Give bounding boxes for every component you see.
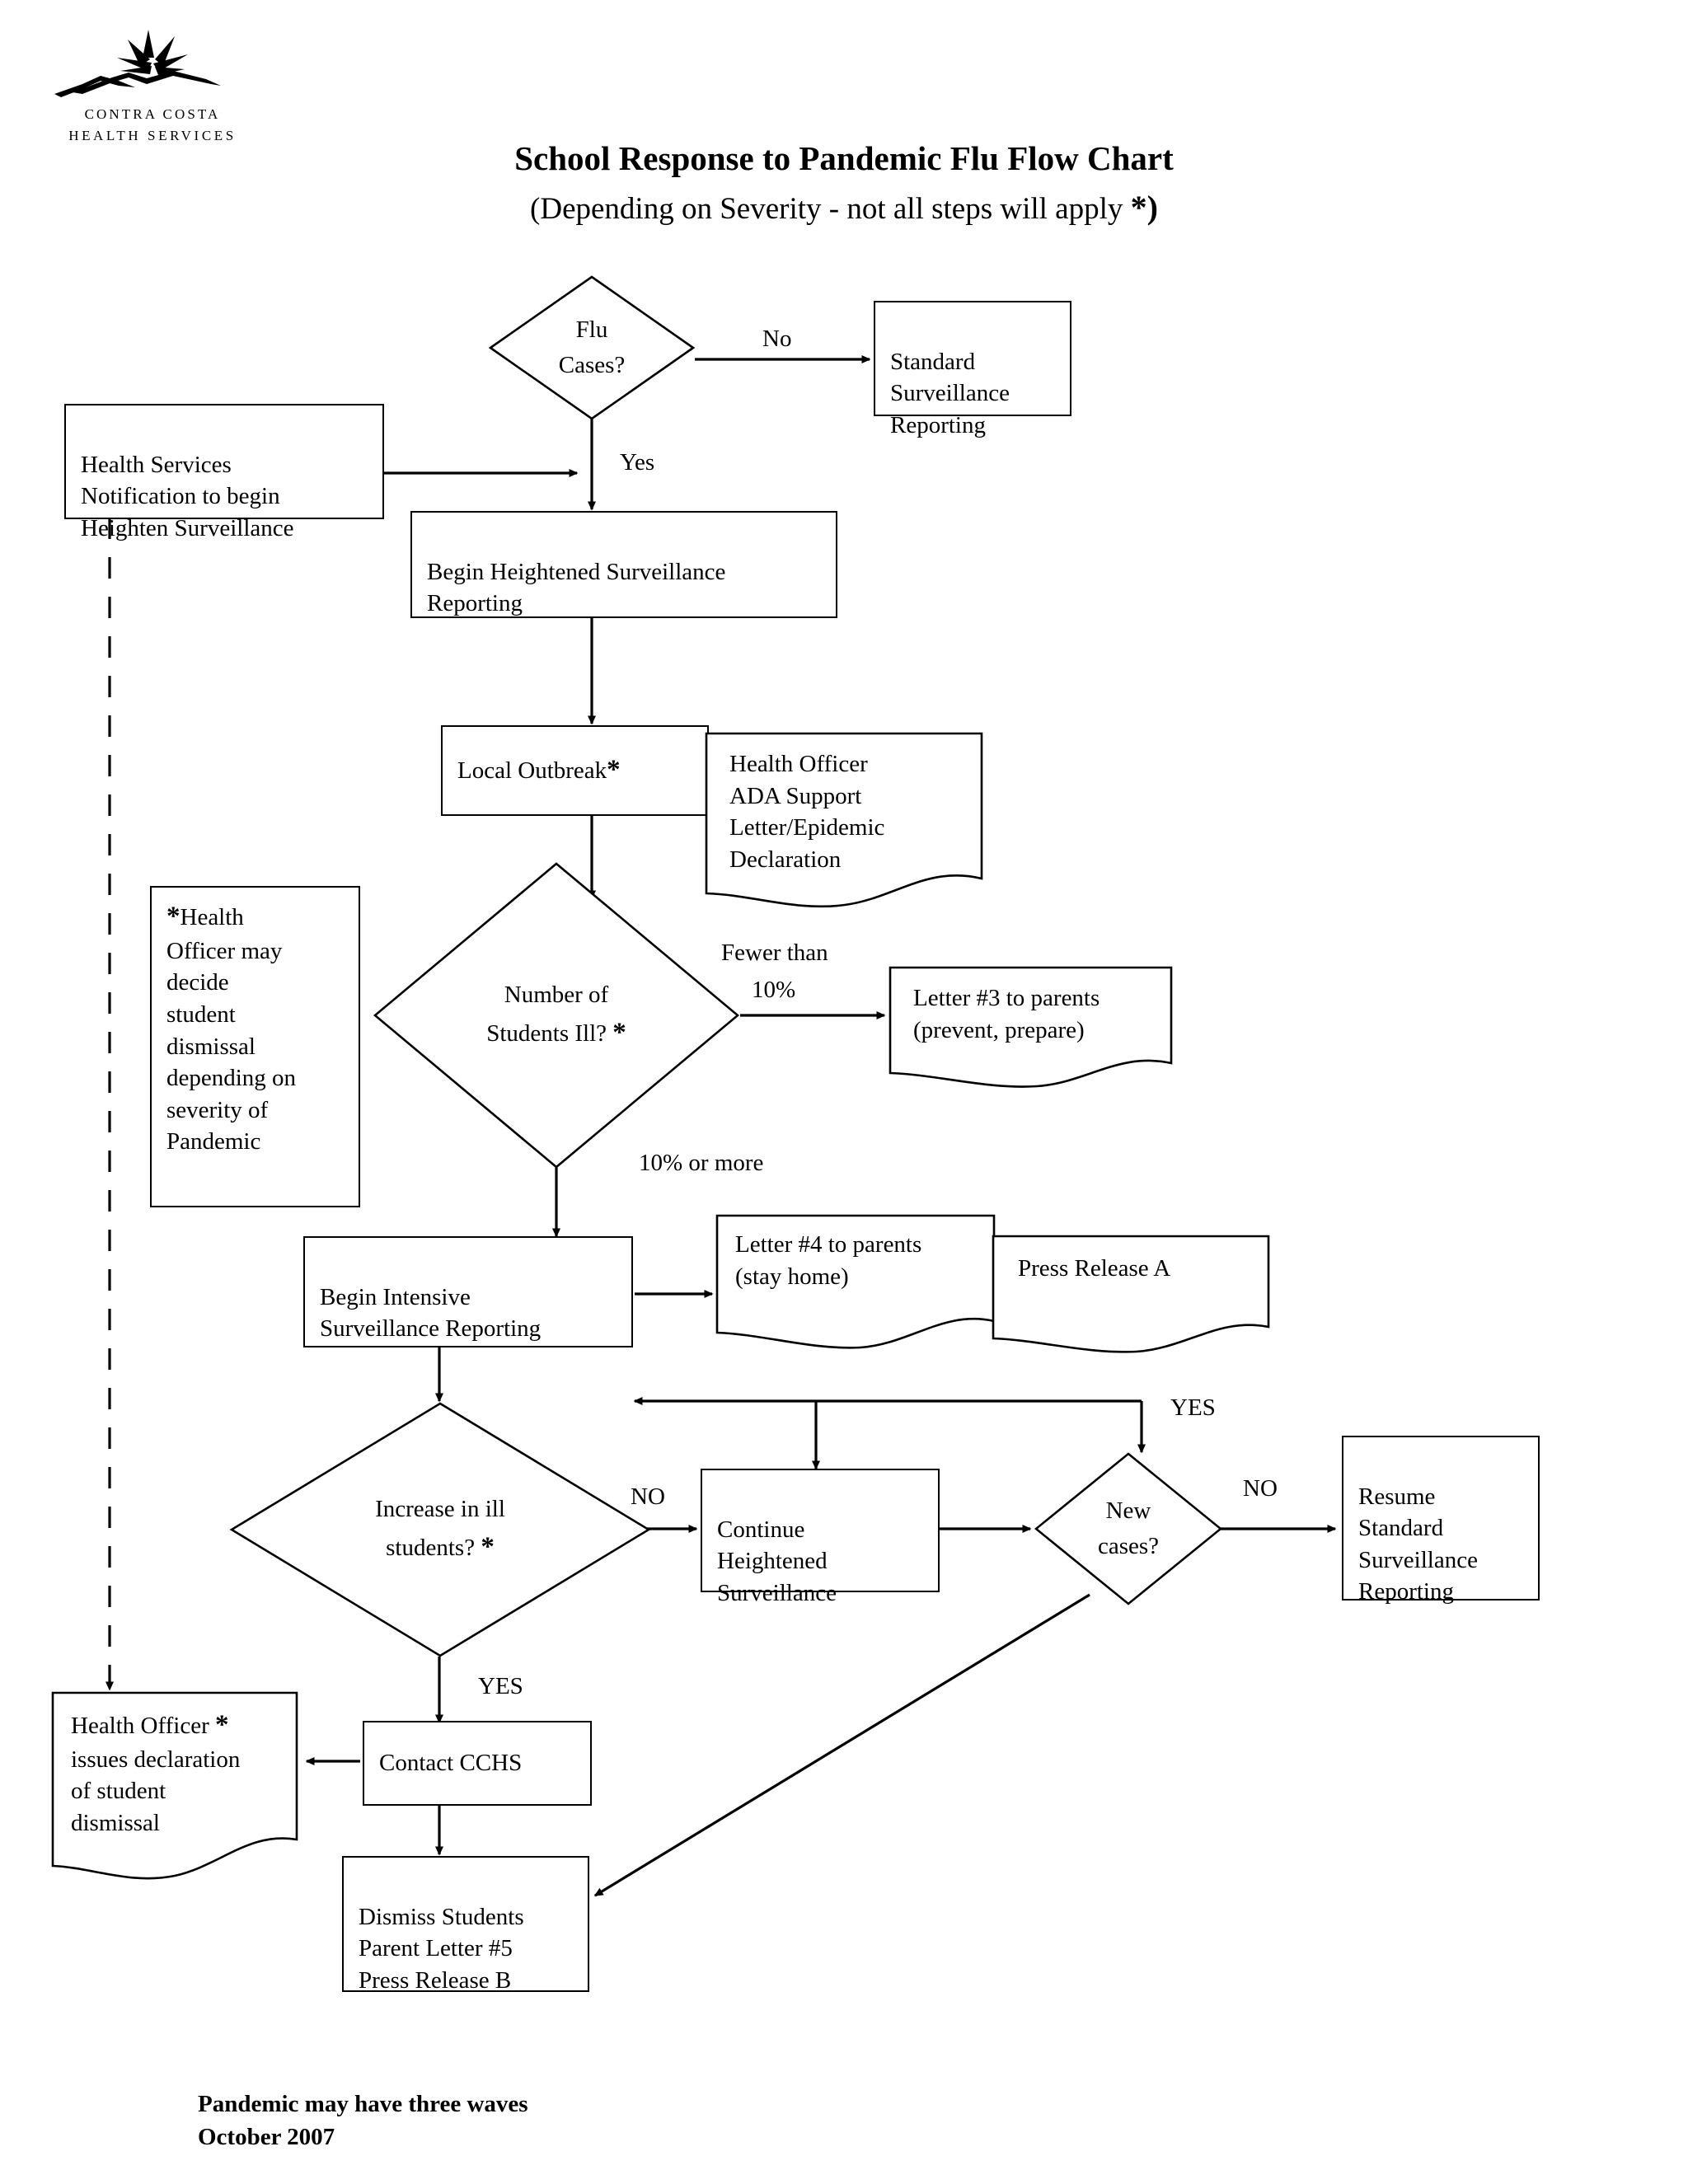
sunrise-mountains-logo-icon [49,25,256,107]
box-contact-cchs-label: Contact CCHS [379,1750,523,1777]
decision-increase-ill-students-asterisk: * [481,1532,495,1562]
box-begin-heightened[interactable]: Begin Heightened Surveillance Reporting [410,511,837,618]
decision-number-students-ill[interactable]: Number of Students Ill? * [373,861,740,1169]
box-health-services-notification-label: Health Services Notification to begin He… [81,451,294,541]
box-local-outbreak[interactable]: Local Outbreak * [441,725,709,816]
box-local-outbreak-asterisk: * [607,755,621,785]
document-health-officer-declaration-asterisk: * [215,1710,229,1740]
subtitle-asterisk: *) [1130,189,1158,226]
decision-new-cases-label: New cases? [1097,1497,1160,1560]
document-letter-4[interactable]: Letter #4 to parents (stay home) [715,1214,996,1350]
edge-label-ten-or-more: 10% or more [639,1150,764,1176]
box-continue-heightened[interactable]: Continue Heightened Surveillance [701,1469,940,1606]
box-standard-surveillance-label: Standard Surveillance Reporting [890,348,1010,438]
box-resume-standard[interactable]: Resume Standard Surveillance Reporting [1342,1436,1540,1605]
page-subtitle: (Depending on Severity - not all steps w… [0,188,1688,227]
box-standard-surveillance[interactable]: Standard Surveillance Reporting [874,301,1071,438]
box-begin-heightened-label: Begin Heightened Surveillance Reporting [427,558,726,617]
edge-label-ten-percent: 10% [752,977,796,1003]
decision-increase-ill-students-text: Increase in ill students? * [229,1401,651,1658]
edge-label-yes-increase: YES [478,1673,523,1699]
note-health-officer-discretion: *Health Officer may decide student dismi… [150,886,360,1207]
decision-increase-ill-students[interactable]: Increase in ill students? * [229,1401,651,1658]
decision-flu-cases-label: Flu Cases? [558,316,626,379]
document-letter-3[interactable]: Letter #3 to parents (prevent, prepare) [889,966,1173,1090]
document-health-officer-declaration[interactable]: Health Officer * issues declaration of s… [51,1691,298,1885]
cchs-logo: CONTRA COSTA HEALTH SERVICES [49,25,256,148]
document-health-officer-ada[interactable]: Health Officer ADA Support Letter/Epidem… [705,732,983,912]
box-begin-intensive[interactable]: Begin Intensive Surveillance Reporting [303,1236,633,1347]
box-resume-standard-label: Resume Standard Surveillance Reporting [1358,1483,1478,1605]
decision-number-students-ill-label: Number of Students Ill? [486,981,609,1047]
box-dismiss-students-label: Dismiss Students Parent Letter #5 Press … [359,1903,524,1994]
logo-line-1: CONTRA COSTA [84,106,221,122]
document-letter-3-label: Letter #3 to parents (prevent, prepare) [913,985,1100,1043]
edge-label-no-increase: NO [631,1483,665,1510]
document-health-officer-ada-label: Health Officer ADA Support Letter/Epidem… [729,751,885,873]
note-health-officer-asterisk: * [166,902,181,931]
document-press-release-a[interactable]: Press Release A [992,1235,1270,1354]
footer-line-2: October 2007 [198,2124,335,2151]
page-title: School Response to Pandemic Flu Flow Cha… [514,139,1174,177]
note-health-officer-label: Health Officer may decide student dismis… [166,904,297,1155]
decision-flu-cases[interactable]: Flu Cases? [489,275,695,420]
decision-number-students-ill-text: Number of Students Ill? * [373,861,740,1169]
logo-line-2: HEALTH SERVICES [68,128,237,143]
edge-label-yes-newcases: YES [1170,1394,1216,1421]
box-begin-intensive-label: Begin Intensive Surveillance Reporting [320,1283,542,1343]
box-contact-cchs[interactable]: Contact CCHS [363,1721,592,1806]
box-continue-heightened-label: Continue Heightened Surveillance [717,1516,837,1606]
decision-new-cases[interactable]: New cases? [1034,1452,1222,1605]
subtitle-text: (Depending on Severity - not all steps w… [530,192,1131,226]
edge-label-no-top: No [762,326,792,352]
document-health-officer-declaration-label2: issues declaration of student dismissal [71,1746,241,1836]
edge-label-yes-top: Yes [620,449,655,476]
box-health-services-notification[interactable]: Health Services Notification to begin He… [64,404,384,541]
decision-increase-ill-students-label: Increase in ill students? [375,1495,505,1562]
document-health-officer-declaration-label: Health Officer [71,1713,215,1739]
edge-label-no-newcases: NO [1243,1475,1278,1502]
decision-number-students-ill-asterisk: * [612,1018,626,1047]
box-local-outbreak-label: Local Outbreak [457,757,607,784]
document-press-release-a-label: Press Release A [1018,1255,1171,1282]
document-letter-4-label: Letter #4 to parents (stay home) [735,1231,922,1290]
footer-line-1: Pandemic may have three waves [198,2091,528,2117]
box-dismiss-students[interactable]: Dismiss Students Parent Letter #5 Press … [342,1856,589,1994]
edge-label-fewer-than: Fewer than [721,940,828,966]
